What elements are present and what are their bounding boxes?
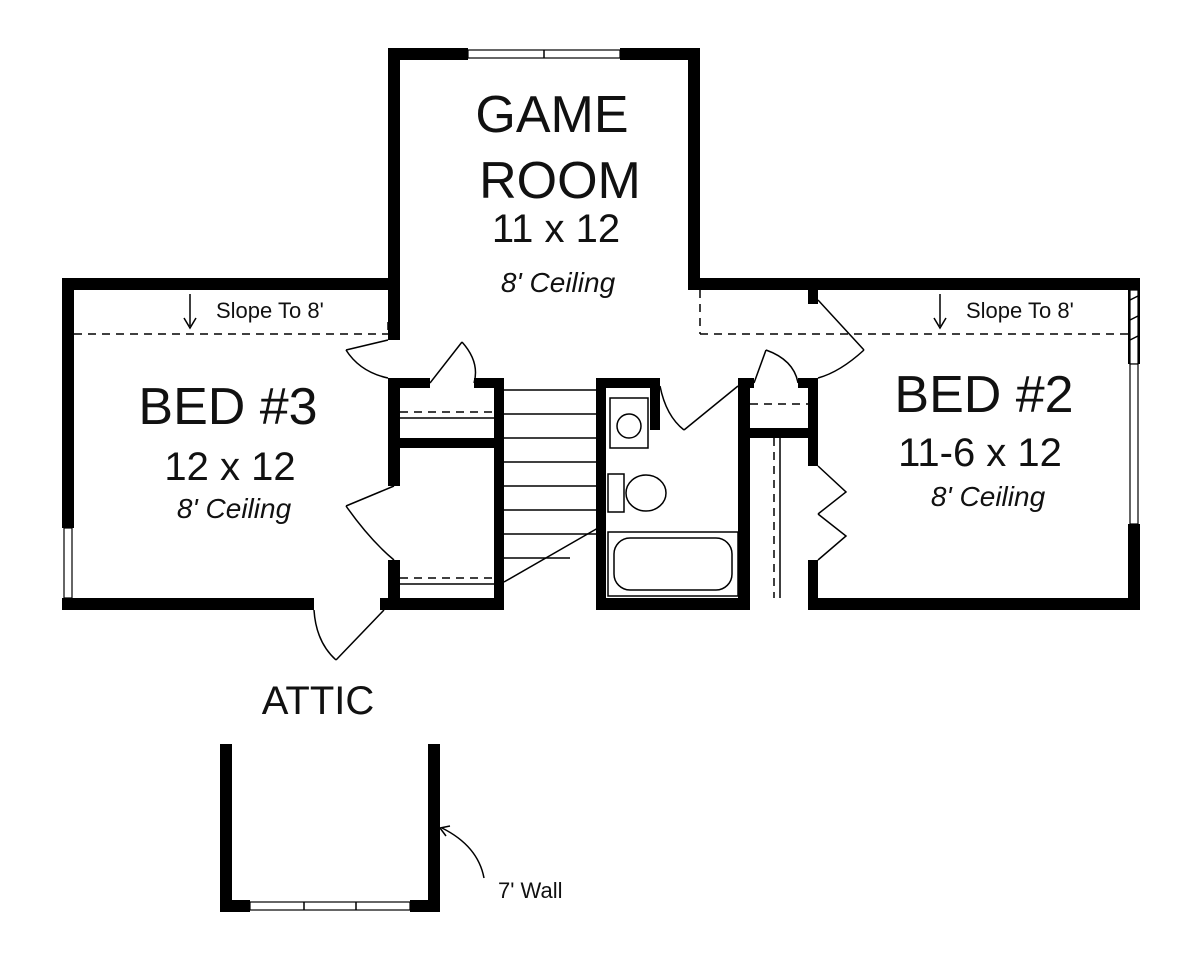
bed2-ceiling: 8' Ceiling xyxy=(931,481,1046,512)
doors xyxy=(313,299,865,661)
game-room-name-line1: GAME xyxy=(475,86,628,144)
bed3-walls xyxy=(62,278,502,610)
game-room-size: 11 x 12 xyxy=(492,207,620,251)
game-room-name-line2: ROOM xyxy=(479,152,641,210)
bed2-name: BED #2 xyxy=(894,366,1073,424)
stairs xyxy=(503,389,599,583)
game-room-ceiling: 8' Ceiling xyxy=(501,267,616,298)
bed2-size: 11-6 x 12 xyxy=(898,431,1062,475)
slope-note-right: Slope To 8' xyxy=(966,298,1074,323)
slope-lines xyxy=(74,290,1128,335)
attic-walls xyxy=(220,744,485,912)
closets-left xyxy=(388,378,504,610)
bath-walls xyxy=(596,378,818,610)
bed3-size: 12 x 12 xyxy=(164,445,295,489)
attic-name: ATTIC xyxy=(262,679,375,723)
game-room-walls xyxy=(388,48,700,294)
bed3-ceiling: 8' Ceiling xyxy=(177,493,292,524)
bed2-walls xyxy=(688,278,1140,610)
bed3-name: BED #3 xyxy=(138,378,317,436)
slope-note-left: Slope To 8' xyxy=(216,298,324,323)
wall-height-note: 7' Wall xyxy=(498,878,563,903)
